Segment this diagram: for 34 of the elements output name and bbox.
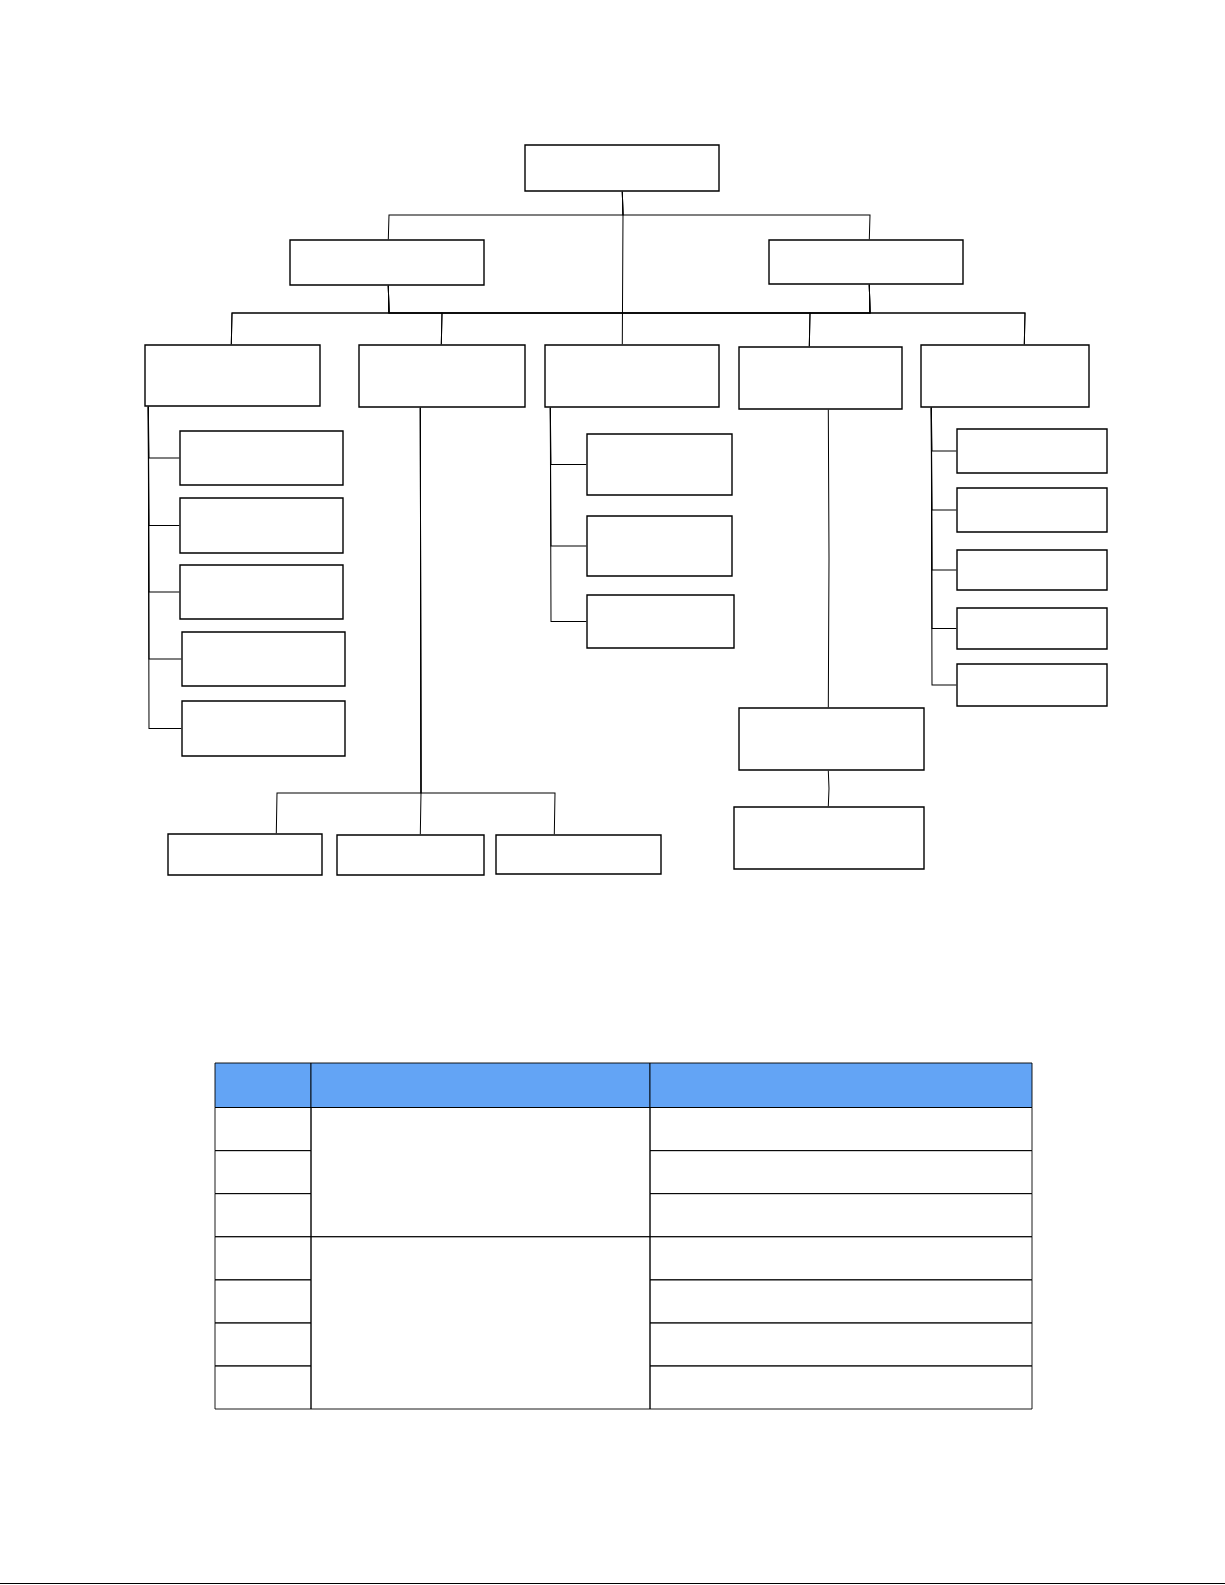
org-chart-box — [956, 487, 1108, 533]
org-chart-box — [956, 549, 1108, 591]
connector-line — [930, 407, 957, 686]
org-chart-box — [289, 239, 485, 286]
org-chart-box — [179, 497, 344, 554]
org-chart-box — [336, 834, 485, 876]
org-chart-box — [179, 564, 344, 620]
connector-line — [419, 407, 556, 835]
org-chart-box — [358, 344, 526, 408]
org-chart-box — [586, 515, 733, 577]
org-chart-box — [738, 346, 903, 410]
org-chart-box — [768, 239, 964, 285]
org-chart-box — [167, 833, 323, 876]
connector-line — [868, 284, 1026, 345]
connector-line — [621, 191, 624, 345]
org-chart-box — [956, 428, 1108, 474]
org-chart-box — [956, 663, 1108, 707]
org-chart-box — [544, 344, 720, 408]
connector-line — [549, 407, 587, 622]
org-chart-box — [956, 607, 1108, 650]
org-chart-box — [181, 631, 346, 687]
org-chart-box — [524, 144, 720, 192]
org-chart-box — [738, 707, 925, 771]
org-chart-box — [179, 430, 344, 486]
org-chart-box — [144, 344, 321, 407]
connector-line — [827, 409, 830, 708]
org-chart-box — [920, 344, 1090, 408]
connector-line — [147, 406, 182, 729]
org-chart-box — [586, 433, 733, 496]
org-chart-box — [181, 700, 346, 757]
connector-line — [827, 770, 830, 807]
org-chart-box — [586, 594, 735, 649]
org-chart-box — [733, 806, 925, 870]
org-chart-box — [495, 834, 662, 875]
